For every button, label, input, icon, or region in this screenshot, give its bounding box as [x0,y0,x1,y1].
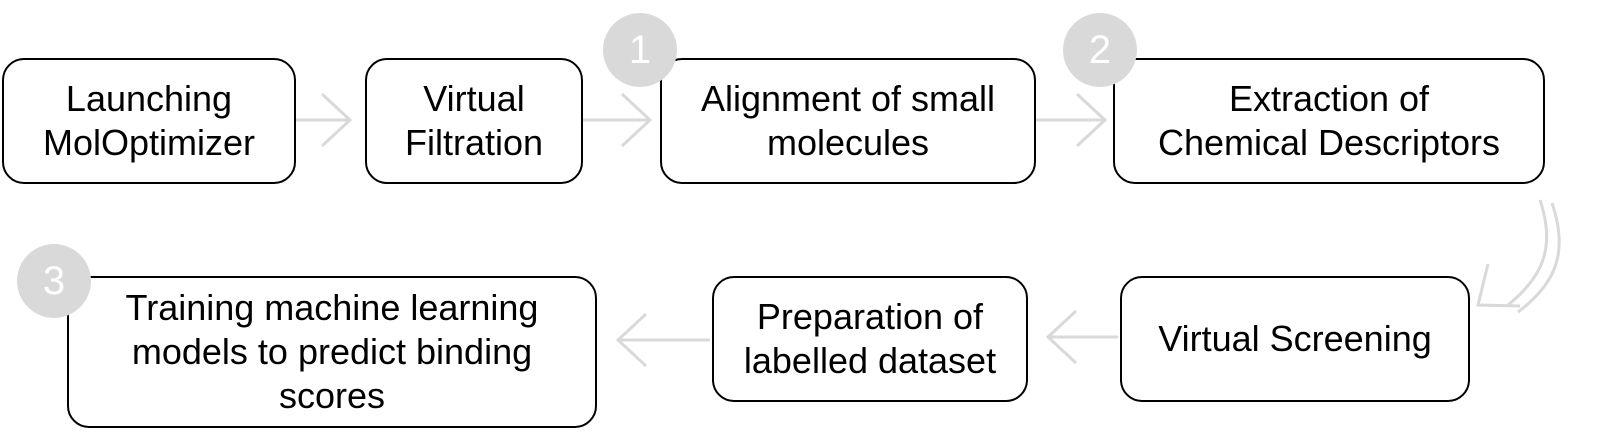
step-alignment-of-small-molecules: Alignment of small molecules [660,58,1036,184]
step-training-ml-models: Training machine learning models to pred… [67,276,597,428]
arrow-3-to-4 [1035,92,1108,148]
step-preparation-of-labelled-dataset: Preparation of labelled dataset [712,276,1028,402]
arrow-4-to-5-curved [1476,199,1561,314]
step-label: Extraction of Chemical Descriptors [1157,78,1501,163]
step-label: Virtual Screening [1158,318,1432,359]
step-label: Launching MolOptimizer [42,78,256,163]
step-label: Alignment of small molecules [700,78,996,163]
step-virtual-filtration: Virtual Filtration [365,58,583,184]
arrow-5-to-6 [1045,309,1118,365]
step-badge-1: 1 [603,13,677,87]
step-label: Virtual Filtration [404,78,544,163]
step-badge-2: 2 [1063,13,1137,87]
arrow-6-to-7 [615,312,710,368]
step-label: Preparation of labelled dataset [743,296,997,381]
step-launching-moloptimizer: Launching MolOptimizer [2,58,296,184]
step-virtual-screening: Virtual Screening [1120,276,1470,402]
step-label: Training machine learning models to pred… [125,287,539,416]
step-badge-3: 3 [17,244,91,318]
arrow-2-to-3 [583,92,653,148]
arrow-1-to-2 [295,92,353,148]
step-extraction-of-chemical-descriptors: Extraction of Chemical Descriptors [1113,58,1545,184]
